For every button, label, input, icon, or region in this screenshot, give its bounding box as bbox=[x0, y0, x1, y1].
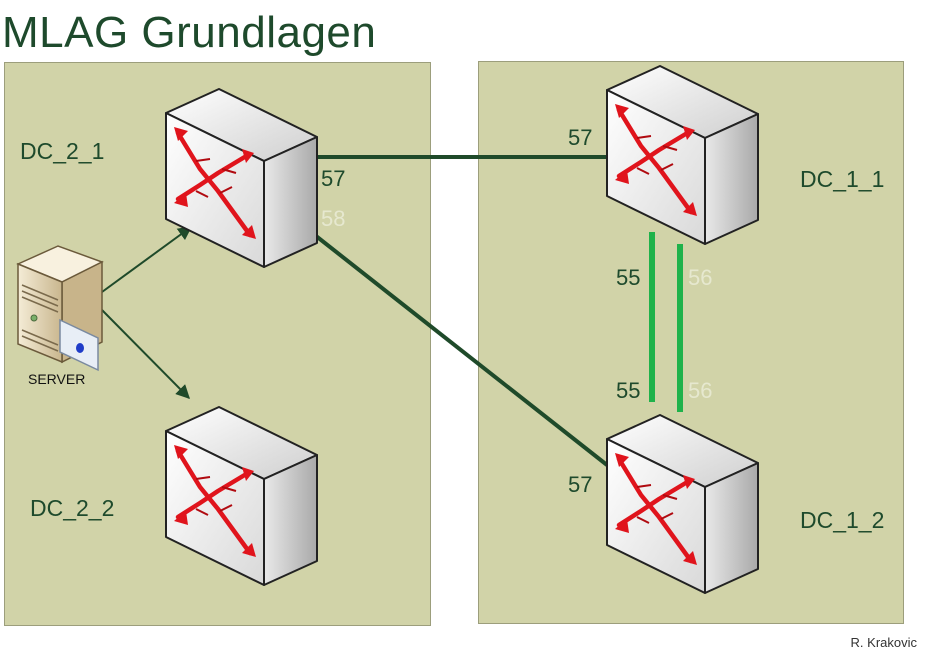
server-icon bbox=[16, 245, 104, 372]
server-label: SERVER bbox=[28, 371, 86, 387]
arrow-server-dc21 bbox=[101, 226, 193, 293]
arrow-server-dc22 bbox=[101, 309, 190, 399]
switch-icon bbox=[607, 415, 758, 593]
link-dc21-dc12 bbox=[314, 234, 609, 467]
switch-label-dc-2-2: DC_2_2 bbox=[30, 495, 115, 521]
port-label: 57 bbox=[568, 472, 593, 497]
port-label: 57 bbox=[321, 166, 346, 191]
port-label: 55 bbox=[616, 265, 641, 290]
port-label: 57 bbox=[568, 125, 593, 150]
author-credit: R. Krakovic bbox=[850, 635, 917, 650]
port-label: 55 bbox=[616, 378, 641, 403]
switch-icon bbox=[166, 89, 317, 267]
page-title: MLAG Grundlagen bbox=[2, 8, 377, 57]
switch-icon bbox=[166, 407, 317, 585]
switch-label-dc-1-2: DC_1_2 bbox=[800, 507, 885, 533]
switch-icon bbox=[607, 66, 758, 244]
switch-label-dc-2-1: DC_2_1 bbox=[20, 138, 105, 164]
port-label: 56 bbox=[688, 265, 713, 290]
switch-label-dc-1-1: DC_1_1 bbox=[800, 166, 885, 192]
port-label: 56 bbox=[688, 378, 713, 403]
port-label: 58 bbox=[321, 206, 346, 231]
